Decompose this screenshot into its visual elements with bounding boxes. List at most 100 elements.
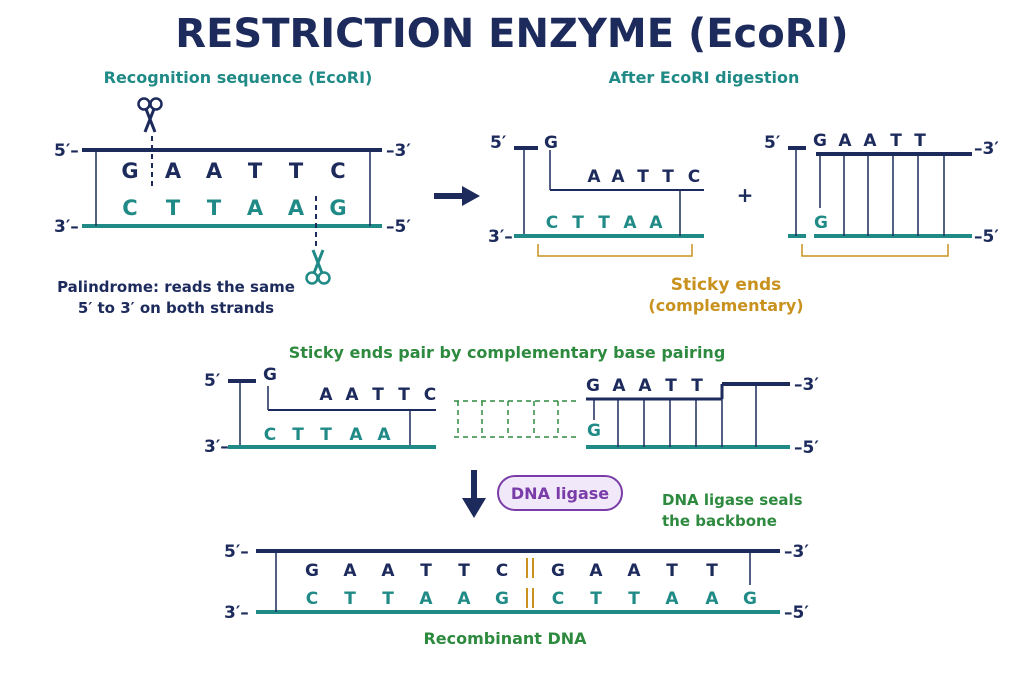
base: T [890, 131, 902, 151]
base: G [305, 561, 319, 581]
dna-ligase-label: DNA ligase [511, 484, 609, 503]
base: G [263, 365, 277, 385]
base: A [623, 213, 637, 233]
end-label: –3′ [974, 139, 999, 159]
ligase-note-line1: DNA ligase seals [662, 491, 803, 509]
recognition-panel: Recognition sequence (EcoRI) 5′– –3′ 3′–… [54, 68, 411, 317]
base: A [165, 159, 182, 183]
ligation-panel: DNA ligase DNA ligase seals the backbone… [224, 470, 809, 648]
end-label: 3′– [224, 603, 249, 623]
end-label: –5′ [794, 438, 819, 458]
left-fragment: 5′ 3′– G A A T T C C T T A A [488, 133, 704, 247]
base: A [665, 589, 679, 609]
base: A [649, 213, 663, 233]
base: T [292, 425, 304, 445]
base: G [544, 133, 558, 153]
base: A [206, 159, 223, 183]
base: T [372, 385, 384, 405]
base: A [419, 589, 433, 609]
end-label: 3′– [488, 227, 513, 247]
scissors-icon [137, 97, 163, 133]
base: G [495, 589, 509, 609]
base: A [343, 561, 357, 581]
pairing-dashes [454, 400, 578, 438]
base: C [546, 213, 558, 233]
arrow-down-icon [462, 470, 486, 518]
base: T [706, 561, 718, 581]
base: T [458, 561, 470, 581]
end-label-5-right: –5′ [386, 217, 411, 237]
base: A [349, 425, 363, 445]
base: C [496, 561, 508, 581]
base: C [424, 385, 436, 405]
base: A [381, 561, 395, 581]
base: T [166, 196, 181, 220]
base: A [627, 561, 641, 581]
base: G [813, 131, 827, 151]
end-label: 5′– [224, 542, 249, 562]
base: T [666, 561, 678, 581]
base: C [306, 589, 318, 609]
base: T [590, 589, 602, 609]
base: A [611, 167, 625, 187]
base: T [320, 425, 332, 445]
base: G [587, 421, 601, 441]
base: A [705, 589, 719, 609]
pairing-heading: Sticky ends pair by complementary base p… [289, 343, 726, 362]
base: A [838, 131, 852, 151]
base: T [248, 159, 263, 183]
end-label: 5′ [490, 133, 507, 153]
base: T [207, 196, 222, 220]
dna-ligase-badge [497, 475, 623, 511]
right-fragment: 5′ –3′ –5′ G A A T T G [764, 131, 999, 247]
base: A [589, 561, 603, 581]
base: A [288, 196, 305, 220]
digestion-panel: After EcoRI digestion 5′ 3′– G A A T T C… [488, 68, 999, 315]
base: A [638, 376, 652, 396]
digestion-heading: After EcoRI digestion [609, 68, 800, 87]
base: G [121, 159, 138, 183]
base: T [598, 213, 610, 233]
base: A [345, 385, 359, 405]
palindrome-note-line1: Palindrome: reads the same [57, 278, 295, 296]
end-label-3-left: 3′– [54, 217, 79, 237]
base: T [628, 589, 640, 609]
sticky-ends-label: Sticky ends [671, 275, 782, 295]
base: G [586, 376, 600, 396]
base: G [329, 196, 346, 220]
base: A [863, 131, 877, 151]
base: A [377, 425, 391, 445]
recognition-heading: Recognition sequence (EcoRI) [104, 68, 373, 87]
ligase-note-line2: the backbone [662, 512, 777, 530]
base: T [914, 131, 926, 151]
base: T [665, 376, 677, 396]
end-label: 3′– [204, 437, 229, 457]
page-title: RESTRICTION ENZYME (EcoRI) [175, 11, 848, 57]
recombinant-dna-label: Recombinant DNA [423, 629, 587, 648]
base: A [319, 385, 333, 405]
end-label-3-right: –3′ [386, 141, 411, 161]
base: G [743, 589, 757, 609]
base: T [382, 589, 394, 609]
base: A [587, 167, 601, 187]
pairing-panel: Sticky ends pair by complementary base p… [204, 343, 819, 458]
base: C [264, 425, 276, 445]
base: C [330, 159, 345, 183]
end-label: –5′ [974, 227, 999, 247]
base: T [662, 167, 674, 187]
plus-sign: + [737, 183, 754, 207]
base: T [398, 385, 410, 405]
base: G [551, 561, 565, 581]
base: C [122, 196, 137, 220]
base: T [637, 167, 649, 187]
end-label: 5′ [204, 371, 221, 391]
base: A [457, 589, 471, 609]
end-label: 5′ [764, 133, 781, 153]
ligation-seal-marks [526, 558, 534, 608]
base: T [289, 159, 304, 183]
base: T [344, 589, 356, 609]
sticky-bracket-left [537, 244, 693, 257]
scissors-icon [305, 249, 331, 285]
base: A [247, 196, 264, 220]
